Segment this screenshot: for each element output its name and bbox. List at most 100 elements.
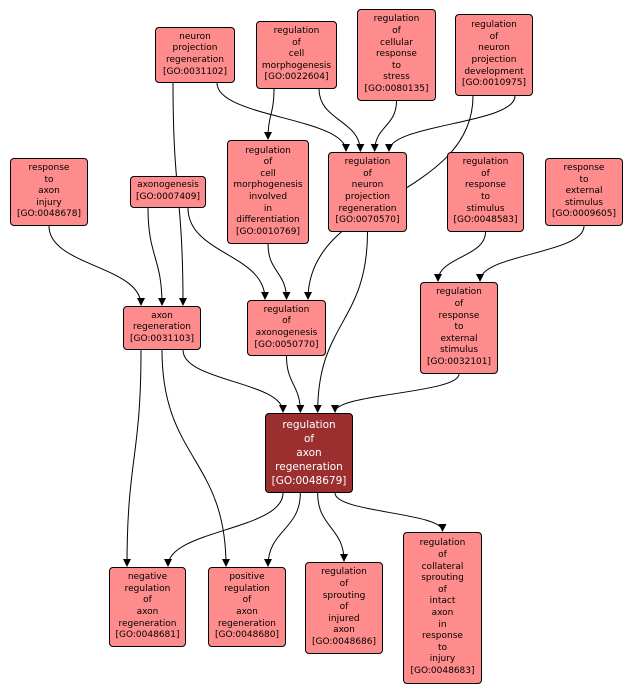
node-label-line: axon (431, 608, 454, 618)
node-label-line: [GO:0080135] (364, 83, 429, 94)
node-label-line: axonogenesis (255, 328, 318, 338)
node-label-line: to (391, 60, 402, 71)
node-label-line: of (303, 433, 315, 445)
node-label-line: neuron (351, 180, 384, 191)
node-label-line: stimulus (466, 203, 505, 214)
node-label-line: to (480, 192, 491, 202)
node-label-line: regulation (224, 583, 270, 594)
node-label-line: of (292, 37, 301, 48)
node-label-line: neuron (179, 31, 211, 42)
node-label-line: axon (296, 447, 322, 459)
node-label-line: [GO:0048679] (271, 475, 347, 487)
edge-n0048679-to-n0048680 (264, 492, 301, 567)
node-label-line: regeneration (338, 203, 397, 214)
node-label-line: projection (471, 55, 517, 65)
node-label-line: of (438, 584, 447, 595)
node-label-line: [GO:0010975] (461, 78, 527, 89)
edge-n0070570-to-n0048679 (313, 231, 368, 413)
node-label-line: to (44, 174, 54, 185)
node-label-line: stimulus (439, 345, 479, 356)
node-label-line: involved (248, 192, 288, 202)
node-label-line: to (579, 174, 589, 185)
edge-n0031102-to-n0070570 (216, 82, 350, 152)
node-label-line: positive (229, 572, 265, 583)
node-label-line: [GO:0009605] (551, 209, 617, 220)
node-axonogenesis[interactable]: axonogenesis[GO:0007409] (130, 176, 206, 208)
node-label-line: collateral (421, 561, 464, 572)
node-label-line: regulation (263, 304, 310, 315)
node-label-line: of (143, 595, 152, 606)
node-label-line: regeneration (118, 618, 177, 629)
node-label-line: [GO:0031102] (162, 66, 228, 77)
node-label-line: [GO:0048583] (453, 215, 518, 226)
node-label-line: to (454, 322, 464, 333)
node-label-line: of (438, 550, 447, 561)
node-label-line: axon (333, 625, 355, 636)
node-label-line: sprouting (421, 573, 464, 584)
node-label-line: regulation (245, 145, 291, 156)
edge-n0032101-to-n0048679 (331, 373, 460, 413)
edge-n0009605-to-n0032101 (476, 225, 585, 282)
node-label-line: external (440, 333, 478, 344)
node-label-line: injury (36, 197, 62, 208)
node-label-line: [GO:0010769] (235, 226, 301, 237)
edge-n0007409-to-n0050770 (187, 207, 269, 300)
node-label-line: [GO:0007409] (135, 192, 201, 202)
node-label-line: axon (236, 607, 258, 617)
edge-n0050770-to-n0048679 (286, 355, 305, 413)
node-label-line: [GO:0022604] (264, 72, 329, 83)
node-label-line: differentiation (236, 215, 300, 226)
node-label-line: axon (136, 607, 159, 617)
node-label-line: cellular (380, 37, 413, 48)
edge-n0022604-to-n0070570 (318, 88, 365, 152)
node-label-line: of (339, 579, 349, 590)
node-label-line: morphogenesis (261, 60, 332, 71)
node-label-line: of (489, 31, 499, 42)
node-label-line: regeneration (133, 322, 191, 333)
node-label-line: injured (328, 613, 360, 624)
node-label-line: regeneration (166, 55, 224, 65)
node-label-line: of (392, 26, 401, 37)
edge-n0022604-to-n0010769 (264, 88, 275, 140)
node-label-line: [GO:0048678] (16, 209, 82, 220)
node-label-line: of (363, 168, 372, 179)
node-label-line: regulation (419, 538, 466, 549)
node-label-line: response (563, 163, 605, 174)
node-label-line: regulation (462, 157, 509, 168)
node-label-line: regeneration (275, 461, 343, 473)
node-label-line: regulation (344, 157, 391, 168)
node-label-line: in (263, 203, 273, 214)
node-label-line: response (376, 49, 417, 60)
node-label-line: neuron (478, 43, 510, 54)
node-label-line: morphogenesis (233, 180, 303, 191)
node-label-line: axon (151, 310, 173, 321)
node-label-line: cell (260, 168, 276, 179)
node-label-line: [GO:0048680] (214, 630, 280, 641)
node-label-line: [GO:0050770] (254, 339, 319, 350)
node-label-line: intact (429, 596, 456, 607)
node-label-line: [GO:0032101] (426, 356, 492, 367)
node-label-line: response (28, 163, 70, 174)
node-label-line: axonogenesis (137, 180, 199, 191)
edge-n0048679-to-n0048681 (164, 492, 284, 567)
node-label-line: injury (429, 654, 456, 665)
edge-n0031103-to-n0048681 (123, 349, 142, 567)
node-label-line: of (242, 595, 252, 606)
